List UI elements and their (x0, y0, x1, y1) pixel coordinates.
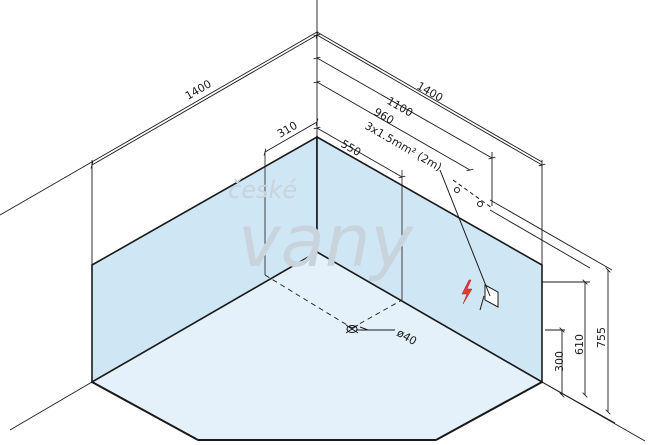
watermark-line2: vany (238, 199, 414, 283)
electrical-box (439, 169, 499, 311)
lightning-warning-icon (461, 279, 473, 305)
height-label-610: 610 (573, 334, 586, 355)
projection-lines (264, 152, 403, 300)
drain-dashed-lines (264, 274, 403, 329)
cable-spec-label: 3x1.5mm² (2m) (363, 119, 445, 174)
dim-label-310: 310 (275, 119, 300, 141)
drain-icon (345, 324, 395, 334)
watermark-line1: české (228, 176, 297, 204)
height-label-755: 755 (595, 327, 608, 348)
dim-label-1400-right: 1400 (415, 79, 446, 104)
dim-label-1400-left: 1400 (183, 77, 214, 102)
base-outline (91, 381, 543, 441)
dimension-lines (92, 35, 616, 424)
height-label-300: 300 (553, 351, 566, 372)
